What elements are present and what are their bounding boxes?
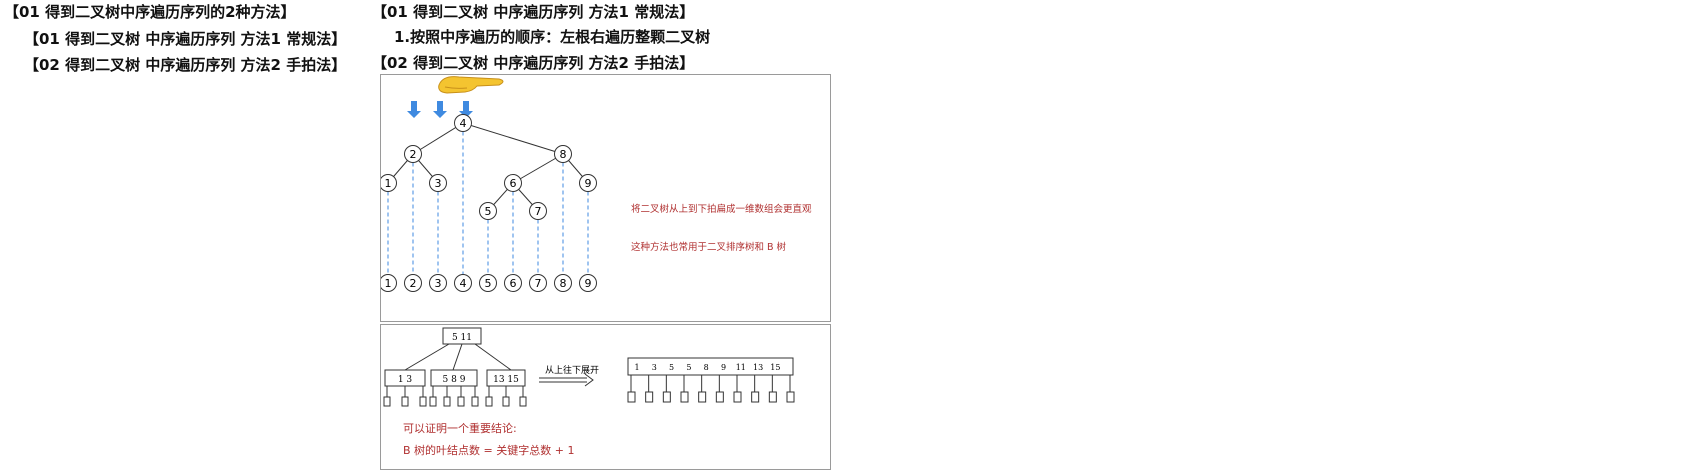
- btree-flatten-figure: 5 11 1 3 5 8 9 13 15 从上往下展开: [380, 324, 831, 470]
- leaf-node: [680, 391, 689, 403]
- leaf-node: [662, 391, 671, 403]
- flatten-note: 将二叉树从上到下拍扁成一维数组会更直观: [631, 203, 812, 215]
- expand-label: 从上往下展开: [545, 364, 599, 376]
- flattened-node-label: 4: [460, 277, 467, 290]
- btree-child-node: 13 15: [486, 369, 526, 387]
- leaf-node: [485, 396, 493, 407]
- tree-node: [479, 202, 497, 220]
- btree-root-keys: 5 11: [452, 333, 472, 343]
- flattened-key: 3: [652, 363, 657, 372]
- flattened-key: 13: [753, 363, 763, 372]
- section2-title: 【02 得到二叉树 中序遍历序列 方法2 手拍法】: [372, 54, 695, 72]
- tree-node: [504, 174, 522, 192]
- section1-title: 【01 得到二叉树 中序遍历序列 方法1 常规法】: [372, 3, 695, 21]
- flattened-node: [504, 274, 522, 292]
- leaf-node: [698, 391, 707, 403]
- btree-edges: [404, 343, 512, 371]
- btree-child-keys: 13 15: [493, 375, 519, 385]
- flattened-node: [554, 274, 572, 292]
- flattened-keys-node: [627, 357, 794, 376]
- leaf-node: [627, 391, 636, 403]
- outline-item-method1[interactable]: 【01 得到二叉树 中序遍历序列 方法1 常规法】: [24, 30, 347, 48]
- tree-node-label: 5: [485, 205, 492, 218]
- leaf-node: [786, 391, 795, 403]
- outline-title[interactable]: 【01 得到二叉树中序遍历序列的2种方法】: [4, 3, 296, 21]
- btree-child-keys: 5 8 9: [443, 375, 466, 385]
- tree-edge: [412, 122, 464, 155]
- leaf-node: [768, 391, 777, 403]
- btree-flatten-diagram: 5 11 1 3 5 8 9 13 15 从上往下展开: [383, 327, 795, 457]
- flattened-node: [579, 274, 597, 292]
- flattened-key: 5: [669, 363, 674, 372]
- flattened-node: [429, 274, 447, 292]
- flattened-node-label: 8: [560, 277, 567, 290]
- flattened-node-label: 7: [535, 277, 542, 290]
- tree-node-label: 7: [535, 205, 542, 218]
- down-arrow-icon: [407, 101, 421, 118]
- leaf-node: [419, 396, 427, 407]
- down-arrow-icon: [433, 101, 447, 118]
- leaf-node: [519, 396, 527, 407]
- leaf-node: [457, 396, 465, 407]
- flattened-node-label: 1: [385, 277, 392, 290]
- leaf-node: [471, 396, 479, 407]
- tree-node: [579, 174, 597, 192]
- flattened-node-label: 9: [585, 277, 592, 290]
- conclusion-formula: B 树的叶结点数 = 关键字总数 + 1: [403, 443, 574, 457]
- hand-pointing-icon: [438, 76, 504, 94]
- btree-child-node: 1 3: [384, 369, 426, 387]
- flattened-node: [404, 274, 422, 292]
- leaf-node: [502, 396, 510, 407]
- section1-text: 1.按照中序遍历的顺序：左根右遍历整颗二叉树: [394, 28, 711, 46]
- leaf-node: [751, 391, 760, 403]
- tree-node: [404, 145, 422, 163]
- tree-edge: [462, 122, 564, 155]
- outline-item-method2[interactable]: 【02 得到二叉树 中序遍历序列 方法2 手拍法】: [24, 56, 347, 74]
- flattened-node: [454, 274, 472, 292]
- tree-node: [529, 202, 547, 220]
- tree-node-label: 4: [460, 117, 467, 130]
- tree-edge: [512, 153, 564, 184]
- flattened-node: [529, 274, 547, 292]
- leaf-node: [715, 391, 724, 403]
- flattened-node-label: 3: [435, 277, 442, 290]
- tree-node-label: 9: [585, 177, 592, 190]
- leaf-node: [443, 396, 451, 407]
- flattened-node-label: 6: [510, 277, 517, 290]
- tree-node-label: 8: [560, 148, 567, 161]
- tree-node-label: 1: [385, 177, 392, 190]
- btree-child-node: 5 8 9: [430, 369, 478, 387]
- flattened-key: 11: [736, 363, 746, 372]
- flattened-key: 8: [704, 363, 709, 372]
- btree-child-keys: 1 3: [398, 375, 413, 385]
- flattened-node-label: 5: [485, 277, 492, 290]
- tree-node-label: 3: [435, 177, 442, 190]
- method-usage-note: 这种方法也常用于二叉排序树和 B 树: [631, 241, 787, 253]
- flattened-key: 9: [721, 363, 726, 372]
- leaf-node: [429, 396, 437, 407]
- tree-node-label: 2: [410, 148, 417, 161]
- tree-node: [429, 174, 447, 192]
- leaf-node: [383, 396, 391, 407]
- leaf-node: [733, 391, 742, 403]
- flattened-key: 5: [686, 363, 691, 372]
- leaf-node: [645, 391, 654, 403]
- flattened-key: 1: [634, 363, 639, 372]
- flattened-key: 15: [770, 363, 780, 372]
- tree-node: [554, 145, 572, 163]
- tree-node-label: 6: [510, 177, 517, 190]
- flattened-node-label: 2: [410, 277, 417, 290]
- right-arrow-icon: [539, 373, 594, 387]
- tree-node: [454, 114, 472, 132]
- conclusion-title: 可以证明一个重要结论:: [403, 421, 517, 435]
- leaf-node: [401, 396, 409, 407]
- flattened-node: [479, 274, 497, 292]
- down-arrow-icon: [459, 101, 473, 118]
